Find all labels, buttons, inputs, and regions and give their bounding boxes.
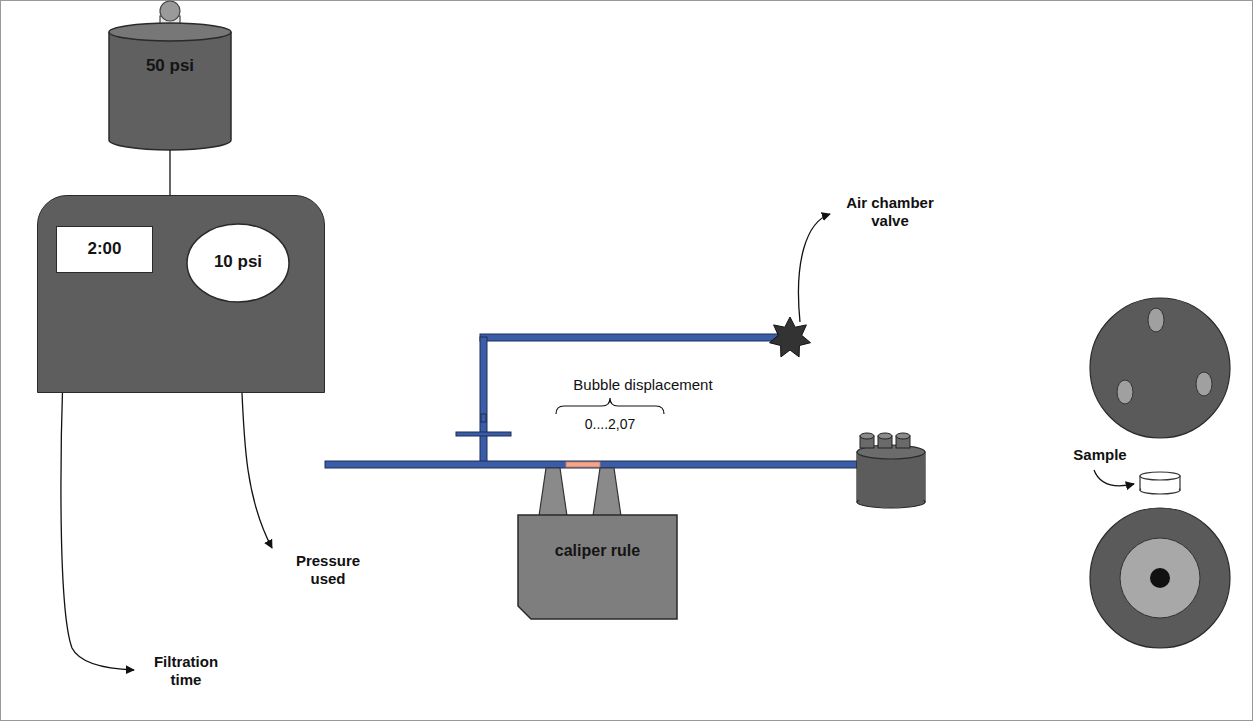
- filter-cap-top: [896, 433, 910, 439]
- disk-hole: [1196, 372, 1212, 396]
- bottom-disk: [1090, 508, 1230, 648]
- caliper-jaw: [539, 468, 567, 516]
- brace: [556, 398, 664, 414]
- node-text: caliper rule: [555, 542, 640, 560]
- top-disk: [1090, 298, 1230, 438]
- node-text: 2:00: [87, 239, 121, 259]
- disk-ring: [1120, 538, 1200, 618]
- node-text: 10 psi: [214, 252, 262, 272]
- caliper-rule: caliper rule: [517, 514, 678, 620]
- gas-cylinder: 50 psi: [108, 22, 232, 150]
- node-text: 50 psi: [146, 56, 194, 76]
- caliper-body: [518, 515, 677, 619]
- time-label: Filtration time: [138, 653, 234, 689]
- scale-label: 0....2,07: [560, 416, 660, 433]
- pipe-cross-stub: [481, 414, 486, 422]
- caliper-rule-outline: [517, 514, 678, 620]
- sample-label: Sample: [1062, 446, 1138, 464]
- pipe-cross: [456, 432, 511, 436]
- main-pipe: [325, 461, 857, 468]
- bubble-label: Bubble displacement: [548, 376, 738, 394]
- pressure-controller: 2:00 10 psi: [37, 195, 325, 393]
- disk-hole: [1148, 308, 1164, 332]
- filter-cap-top: [878, 433, 892, 439]
- valve-star: [770, 317, 811, 357]
- filter-cap-top: [860, 433, 874, 439]
- pressure-label: Pressure used: [278, 552, 378, 588]
- disk-hole: [1117, 380, 1133, 404]
- air-pipe-vertical: [480, 337, 487, 465]
- connector-line: [169, 150, 171, 195]
- leader-arrow: [1094, 470, 1134, 486]
- air-bubble: [566, 462, 600, 467]
- cylinder-side: [109, 32, 231, 150]
- pressure-gauge: 10 psi: [186, 223, 290, 303]
- cylinder-top: [109, 23, 231, 41]
- disk-outlet: [1150, 568, 1170, 588]
- bottle-knob: [160, 1, 180, 21]
- air-pipe: [480, 334, 780, 341]
- sample-disc-top: [1140, 472, 1180, 480]
- gas-cylinder-outline: [108, 22, 232, 150]
- timer-display: 2:00: [56, 226, 153, 273]
- caliper-jaw: [593, 468, 621, 516]
- valve-label: Air chamber valve: [832, 194, 948, 230]
- gauge-ellipse: [187, 224, 289, 302]
- valve-star: [770, 317, 811, 357]
- filter-caps: [860, 433, 910, 448]
- leader-arrow: [798, 214, 830, 322]
